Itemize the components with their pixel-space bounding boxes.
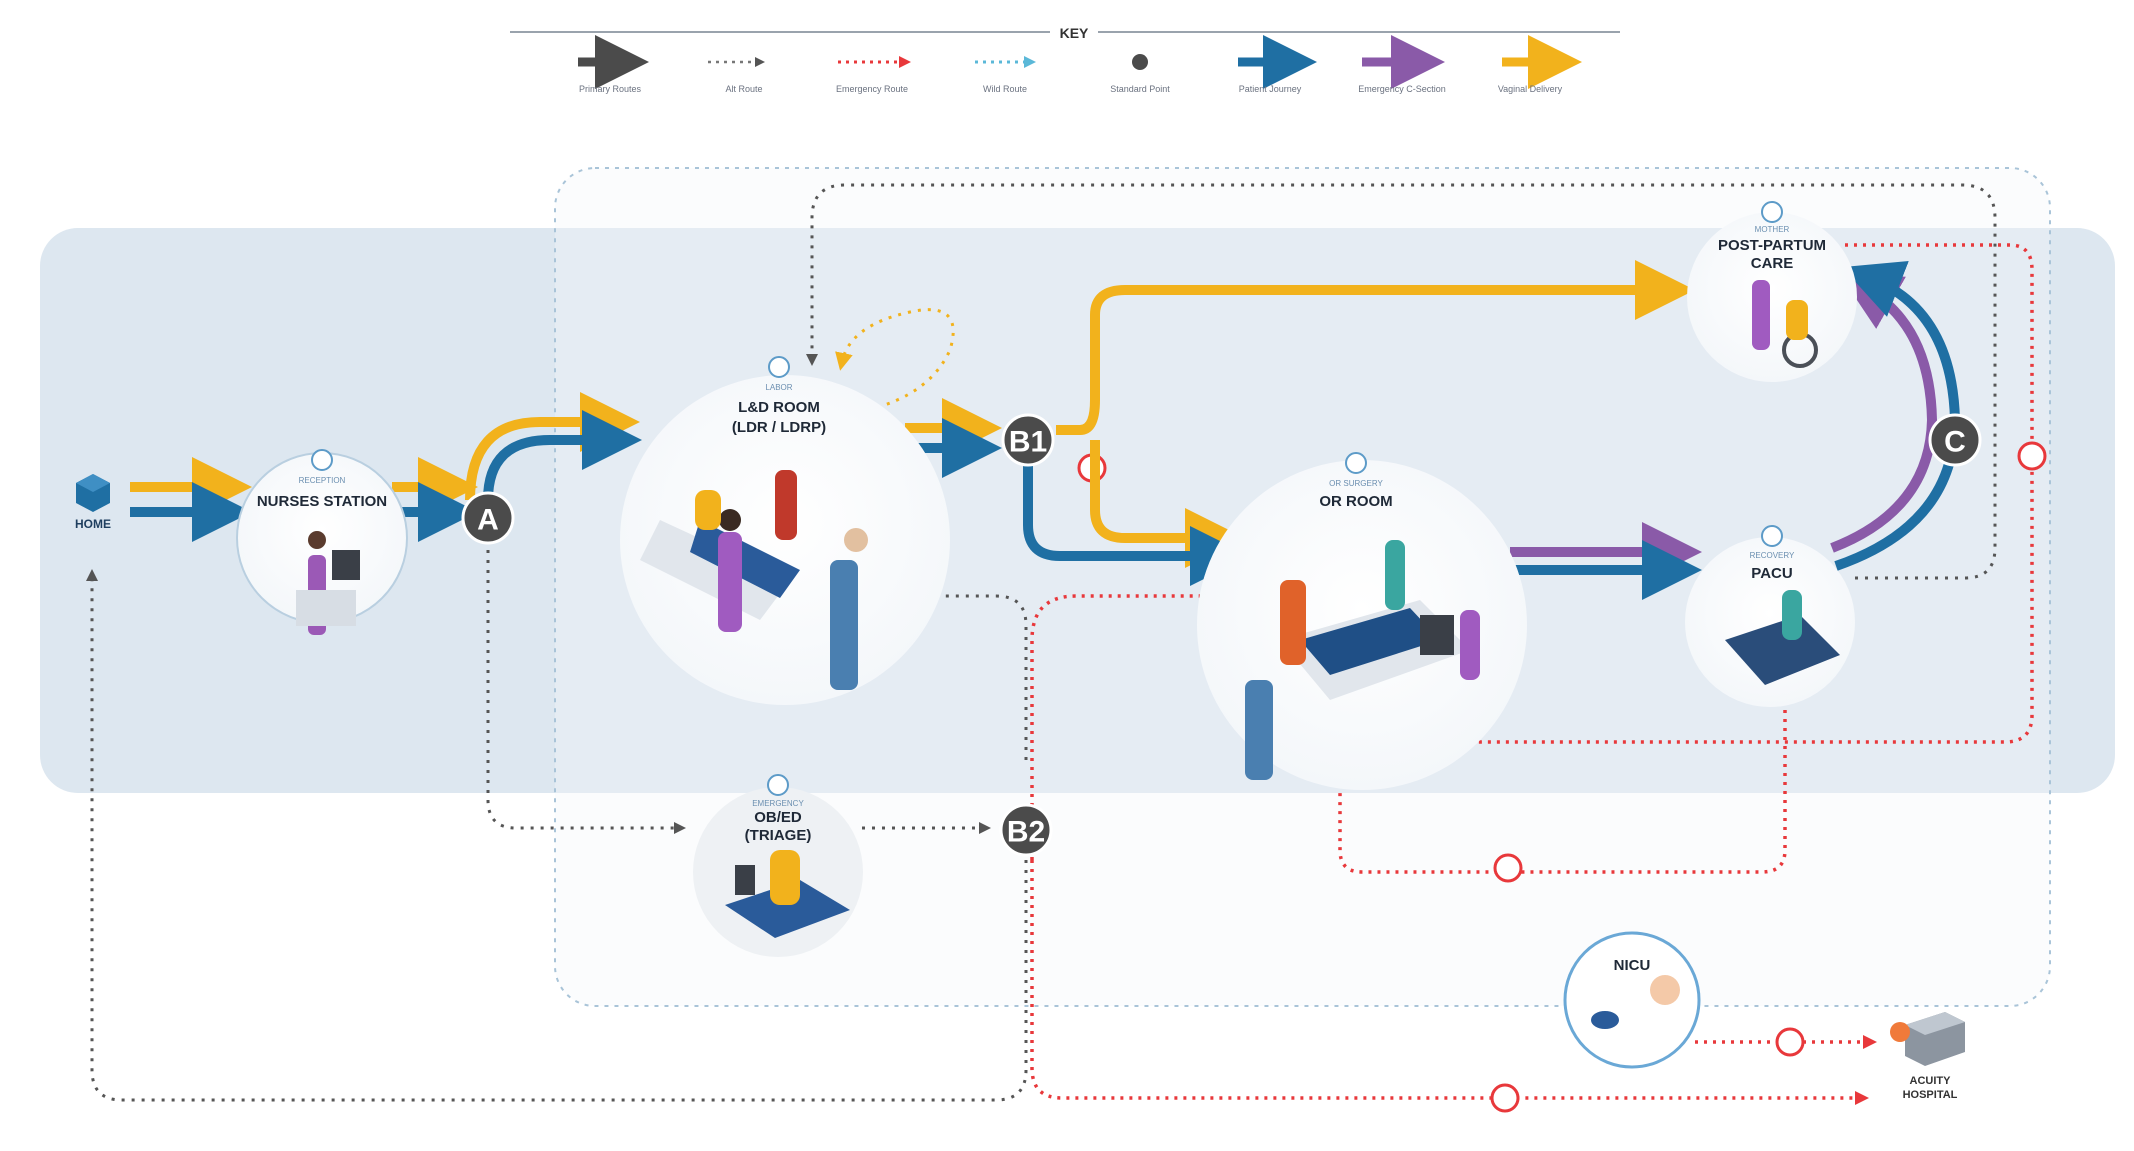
node-sub-label: LABOR xyxy=(765,383,792,392)
alert-icon xyxy=(1493,853,1523,883)
node-label: POST-PARTUM xyxy=(1718,237,1826,254)
monitor-icon xyxy=(1420,615,1454,655)
doctor-figure xyxy=(830,560,858,690)
alt-routes xyxy=(86,183,1997,1102)
baby-icon xyxy=(1591,1011,1619,1029)
badge-b1[interactable]: B1 xyxy=(1001,413,1055,467)
key-label-vaginal: Vaginal Delivery xyxy=(1498,84,1563,94)
node-sub-label: OR SURGERY xyxy=(1329,479,1383,488)
node-label: NICU xyxy=(1614,957,1651,974)
staff-figure xyxy=(1280,580,1306,665)
staff-figure xyxy=(775,470,797,540)
badge-label: C xyxy=(1944,426,1966,459)
emergency-routes xyxy=(1030,243,2034,1105)
badge-label: B1 xyxy=(1009,426,1047,459)
key-label-alt: Alt Route xyxy=(725,84,762,94)
emergency-markers xyxy=(1077,441,2047,1113)
nurse-figure xyxy=(1782,590,1802,640)
doctor-figure xyxy=(1245,680,1273,780)
node-sub-label: RECEPTION xyxy=(299,476,346,485)
node-sub-label: RECOVERY xyxy=(1750,551,1795,560)
key-title: KEY xyxy=(1060,25,1089,41)
node-label-2: (TRIAGE) xyxy=(745,827,812,844)
badge-a[interactable]: A xyxy=(461,491,515,545)
nurse-figure xyxy=(1460,610,1480,680)
node-label: OB/ED xyxy=(754,809,802,826)
node-sub-label: MOTHER xyxy=(1755,225,1790,234)
node-label: HOME xyxy=(75,517,111,531)
key-legend: KEY Primary Routes Alt Route Emergency R… xyxy=(510,25,1620,94)
node-label-2: HOSPITAL xyxy=(1903,1089,1958,1101)
nurse-figure xyxy=(718,532,742,632)
node-nurses-station[interactable]: RECEPTION NURSES STATION xyxy=(236,449,408,635)
clock-icon xyxy=(1761,525,1783,547)
monitor-icon xyxy=(735,865,755,895)
key-label-emergency: Emergency Route xyxy=(836,84,908,94)
hospital-bed xyxy=(725,880,850,938)
badge-b2[interactable]: B2 xyxy=(999,803,1053,857)
hospital-bed xyxy=(640,520,790,620)
node-label: OR ROOM xyxy=(1319,493,1392,510)
hospital-bed xyxy=(1725,615,1840,685)
nurse-figure xyxy=(1752,280,1770,350)
key-label-patient: Patient Journey xyxy=(1239,84,1302,94)
node-sub-label: EMERGENCY xyxy=(752,799,804,808)
node-or-room[interactable]: OR SURGERY OR ROOM xyxy=(1197,452,1527,790)
node-postpartum[interactable]: MOTHER POST-PARTUM CARE xyxy=(1687,201,1857,382)
node-ld-room[interactable]: LABOR L&D ROOM (LDR / LDRP) xyxy=(620,356,950,705)
key-label-primary: Primary Routes xyxy=(579,84,642,94)
alert-icon xyxy=(1490,1083,1520,1113)
key-label-csection: Emergency C-Section xyxy=(1358,84,1446,94)
badge-c[interactable]: C xyxy=(1928,413,1982,467)
monitor-icon xyxy=(332,550,360,580)
clock-icon xyxy=(1345,452,1367,474)
clock-icon xyxy=(311,449,333,471)
node-label: NURSES STATION xyxy=(257,493,387,510)
badge-label: A xyxy=(477,504,499,537)
alert-icon xyxy=(1775,1027,1805,1057)
node-home[interactable]: HOME xyxy=(75,474,111,531)
clock-icon xyxy=(768,356,790,378)
alert-icon xyxy=(2017,441,2047,471)
nurse-figure xyxy=(1385,540,1405,610)
node-label: L&D ROOM xyxy=(738,399,820,416)
care-zone-band xyxy=(40,228,2115,793)
node-acuity-hospital[interactable]: ACUITY HOSPITAL xyxy=(1890,1012,1965,1101)
badge-label: B2 xyxy=(1007,816,1045,849)
key-label-point: Standard Point xyxy=(1110,84,1170,94)
clock-icon xyxy=(1761,201,1783,223)
key-swatch-point xyxy=(1132,54,1148,70)
node-label-2: (LDR / LDRP) xyxy=(732,419,826,436)
key-label-wild: Wild Route xyxy=(983,84,1027,94)
clock-icon xyxy=(767,774,789,796)
node-nicu[interactable]: NICU xyxy=(1563,931,1701,1069)
node-pacu[interactable]: RECOVERY PACU xyxy=(1685,525,1855,707)
node-label-2: CARE xyxy=(1751,255,1794,272)
node-obed-triage[interactable]: EMERGENCY OB/ED (TRIAGE) xyxy=(693,774,863,957)
node-label: ACUITY xyxy=(1910,1075,1952,1087)
node-label: PACU xyxy=(1751,565,1792,582)
